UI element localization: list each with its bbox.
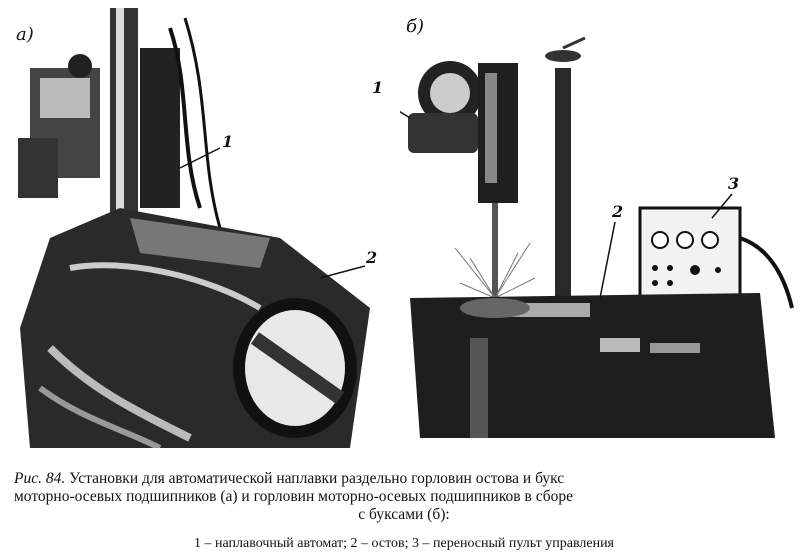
figure-legend: 1 – наплавочный автомат; 2 – остов; 3 – … — [193, 536, 614, 551]
caption-line-3: с буксами (б): — [358, 506, 450, 523]
figure-panel-a: а) 1 2 — [10, 8, 390, 448]
callout-1-a: 1 — [222, 132, 234, 151]
panel-a-label: а) — [16, 24, 34, 45]
caption-text-1: Установки для автоматической наплавки ра… — [69, 470, 565, 487]
callout-2-a: 2 — [366, 248, 378, 267]
figure-caption: Рис. 84. Установки для автоматической на… — [14, 470, 794, 524]
caption-line-1: Рис. 84. Установки для автоматической на… — [14, 470, 794, 488]
callout-2-b: 2 — [612, 202, 624, 221]
panel-b-label: б) — [406, 16, 425, 37]
caption-line-2: моторно-осевых подшипников (а) и горлови… — [14, 488, 574, 505]
callout-1-b: 1 — [372, 78, 384, 97]
figure-panel-b: б) — [372, 8, 800, 448]
welding-installation-a-illustration — [18, 8, 370, 448]
callout-3-b: 3 — [728, 174, 740, 193]
caption-prefix: Рис. 84. — [14, 470, 66, 487]
welding-installation-b-illustration — [400, 36, 794, 438]
